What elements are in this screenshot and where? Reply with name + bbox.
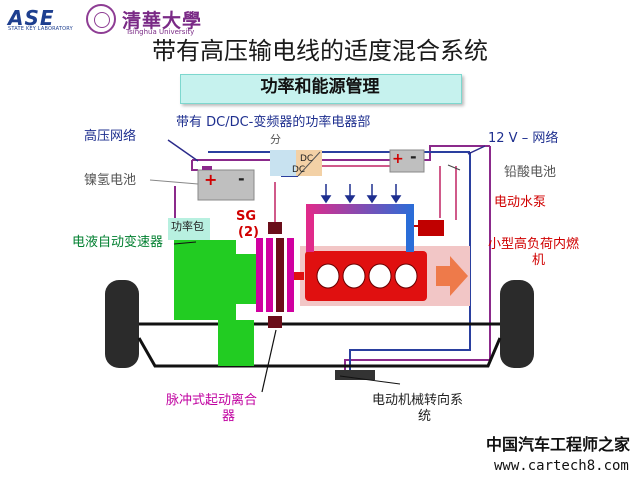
- coolant-rail: [306, 204, 414, 214]
- tsinghua-name-en: Tsinghua University: [126, 28, 195, 36]
- lead-plus: +: [392, 151, 404, 167]
- coolant-leg-right: [406, 214, 414, 252]
- lead-acid-label: 铅酸电池: [504, 165, 557, 180]
- sg-plate-1: [256, 238, 263, 312]
- lead-acid-body: [389, 149, 425, 173]
- clutch-label-line2: 器: [222, 409, 236, 424]
- dcdc-label-top: DC: [300, 154, 314, 164]
- lower-frame: [137, 337, 502, 368]
- chassis: [105, 280, 534, 380]
- slide-title: 带有高压输电线的适度混合系统: [152, 37, 488, 65]
- coolant-leg-left: [306, 214, 314, 252]
- transmission: [168, 218, 256, 366]
- lead-minus: -: [410, 147, 417, 166]
- lead-acid-battery: [389, 149, 425, 173]
- engine-block: [305, 251, 427, 301]
- cylinder-4: [394, 263, 418, 289]
- nimh-label-pointer: [149, 179, 199, 185]
- electric-pump: [418, 220, 444, 236]
- cylinder-2: [342, 263, 366, 289]
- nimh-plus: +: [204, 170, 218, 189]
- tsinghua-name: 清華大學: [122, 10, 203, 32]
- power-electronics-label: 带有 DC/DC-变频器的功率电器部: [176, 115, 371, 130]
- clutch-pointer: [261, 329, 277, 393]
- watermark-url: www.cartech8.com: [494, 458, 629, 474]
- wheel-right: [500, 280, 534, 368]
- transmission-upper: [174, 240, 236, 320]
- power-pack-label: 功率包: [171, 220, 204, 233]
- v12-network-label: 12 V – 网络: [488, 131, 559, 146]
- slide-subtitle: 功率和能源管理: [260, 77, 380, 97]
- nimh-battery-terminal: [202, 166, 212, 170]
- engine-label-line1: 小型高负荷内燃: [488, 237, 580, 252]
- hv-network-label: 高压网络: [84, 129, 137, 144]
- hv-label-pointer: [167, 139, 199, 162]
- transmission-lower: [218, 320, 254, 366]
- nimh-battery-body: [197, 169, 255, 201]
- cylinder-3: [368, 263, 392, 289]
- hv-wire-battery: [191, 160, 198, 171]
- lead-label-pointer: [447, 164, 461, 171]
- steering-label-line1: 电动机械转向系: [372, 393, 464, 408]
- ase-logo-text: ASE: [8, 6, 55, 30]
- sg-top: [268, 222, 282, 234]
- transmission-pointer: [173, 241, 197, 245]
- steering-pointer: [339, 375, 401, 385]
- wiring: [167, 139, 491, 372]
- clutch-label-line1: 脉冲式起动离合: [166, 393, 258, 408]
- transmission-step: [236, 254, 256, 304]
- dcdc-left: [270, 150, 296, 176]
- power-pack-box: [168, 218, 210, 240]
- nimh-battery-label: 镍氢电池: [84, 173, 137, 188]
- sg-number-label: (2): [238, 225, 259, 240]
- ase-logo-subtext: STATE KEY LABORATORY: [8, 26, 73, 32]
- power-electronics-label-cont: 分: [270, 133, 281, 146]
- dcdc-diagonal: [297, 151, 321, 177]
- crank-link: [294, 272, 304, 280]
- cooling-circuit: [306, 184, 444, 252]
- transmission-label: 电液自动变速器: [72, 235, 164, 250]
- nimh-minus: -: [238, 169, 245, 188]
- tsinghua-logo: 清華大學 Tsinghua University: [86, 4, 206, 38]
- starter-generator: [256, 222, 401, 393]
- nimh-battery: [149, 166, 255, 201]
- subtitle-box: [180, 74, 462, 104]
- cylinder-1: [316, 263, 340, 289]
- sg-core: [276, 238, 284, 312]
- v12-label-pointer: [467, 145, 486, 155]
- wheel-left: [105, 280, 139, 368]
- air-arrows: [320, 184, 402, 204]
- electric-pump-label: 电动水泵: [494, 195, 547, 210]
- steering-unit: [335, 370, 375, 380]
- tsinghua-seal-icon: [86, 4, 116, 34]
- sg-plate-3: [287, 238, 294, 312]
- intake-arrow: [436, 256, 468, 296]
- ase-logo: ASE STATE KEY LABORATORY: [8, 6, 78, 34]
- dcdc-converter: [270, 150, 322, 177]
- engine-assembly: [300, 246, 470, 306]
- engine-label-line2: 机: [532, 253, 546, 268]
- sg-bottom: [268, 316, 282, 328]
- sg-plate-2: [266, 238, 273, 312]
- dcdc-label-bottom: DC: [292, 165, 306, 175]
- steering-label-line2: 统: [418, 409, 432, 424]
- watermark-cn: 中国汽车工程师之家: [486, 435, 631, 454]
- sg-label: SG: [236, 209, 257, 224]
